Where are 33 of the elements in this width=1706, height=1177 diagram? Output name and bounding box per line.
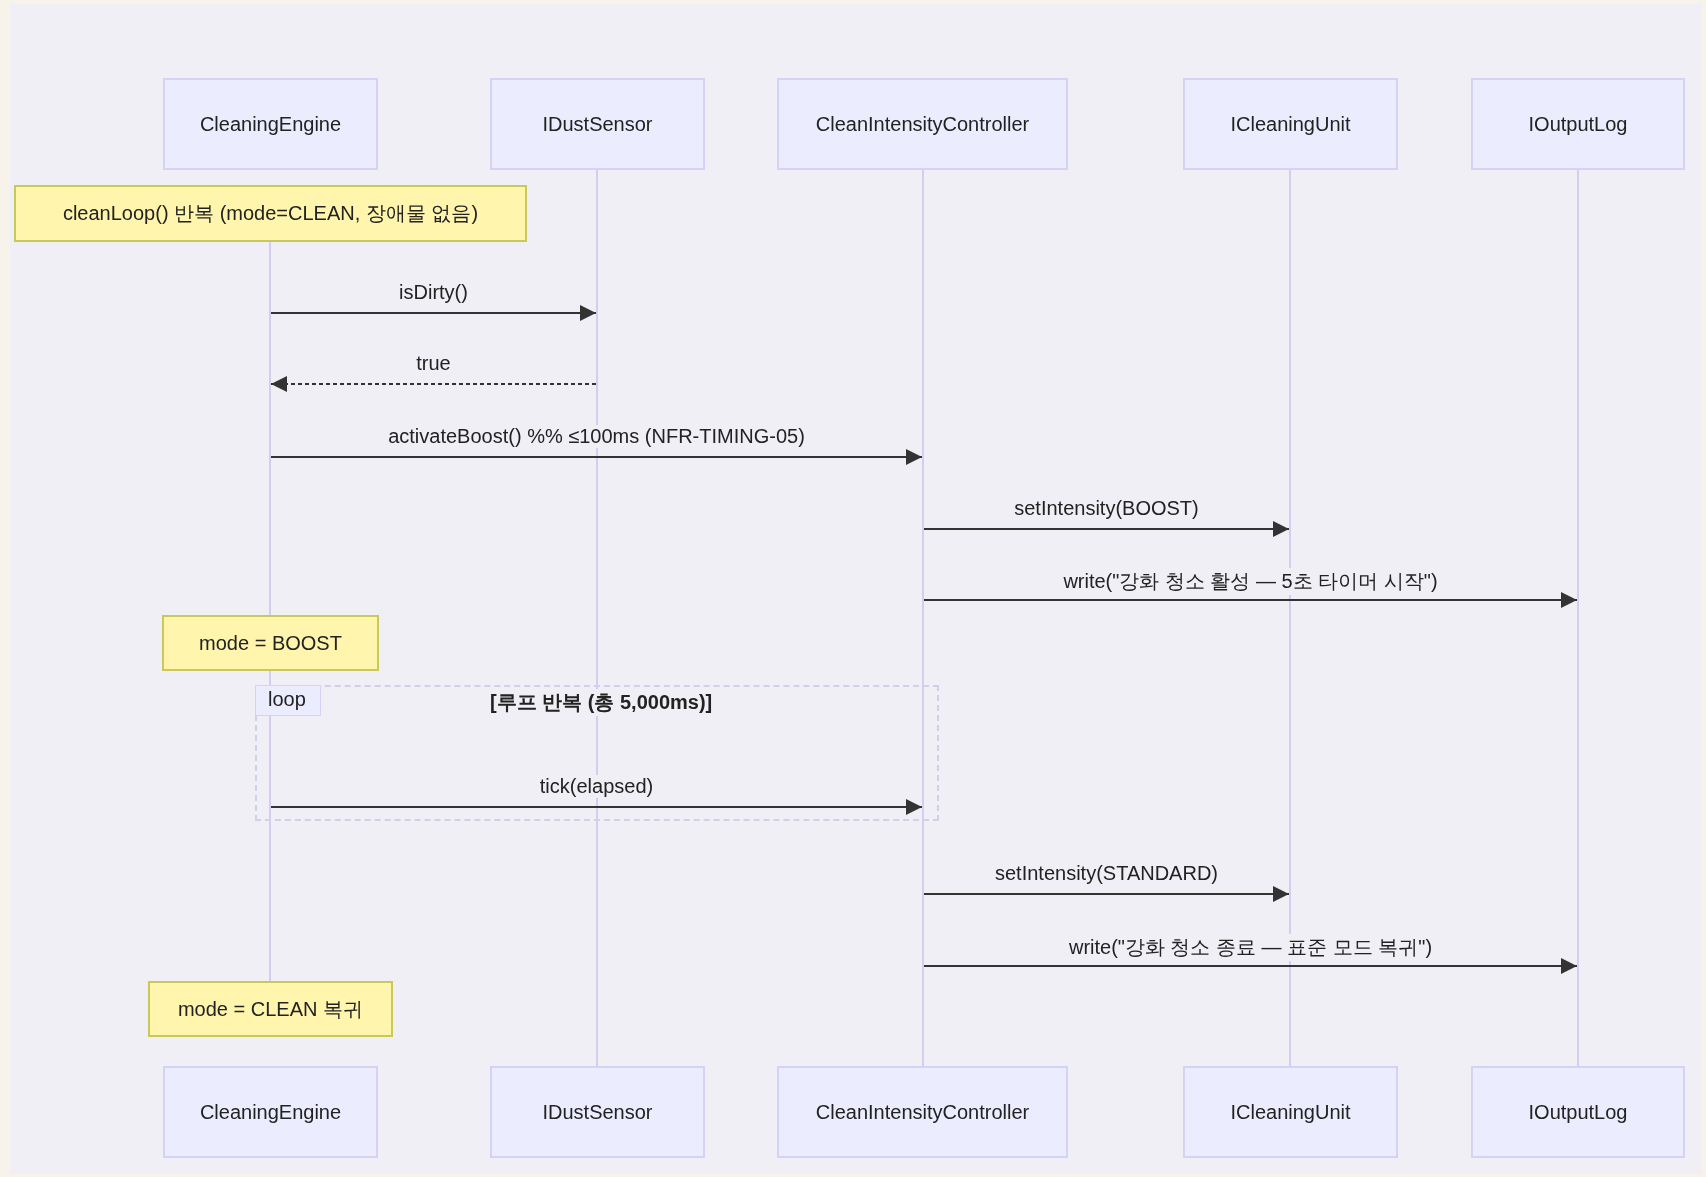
edge-label: isDirty() — [397, 281, 470, 304]
note-box: cleanLoop() 반복 (mode=CLEAN, 장애물 없음) — [14, 185, 527, 242]
participant-box: IOutputLog — [1471, 1066, 1685, 1158]
lifeline — [596, 170, 598, 1066]
participant-box: IDustSensor — [490, 1066, 705, 1158]
loop-tag: loop — [255, 685, 321, 716]
participant-box: CleaningEngine — [163, 78, 378, 170]
lifeline — [1577, 170, 1579, 1066]
message-arrow — [270, 799, 923, 815]
loop-condition: [루프 반복 (총 5,000ms)] — [490, 689, 713, 716]
participant-box: CleanIntensityController — [777, 78, 1068, 170]
edge-label: setIntensity(BOOST) — [1012, 497, 1201, 520]
message-arrow — [923, 521, 1290, 537]
lifeline — [269, 242, 271, 981]
participant-box: IDustSensor — [490, 78, 705, 170]
participant-box: ICleaningUnit — [1183, 78, 1398, 170]
message-arrow — [923, 886, 1290, 902]
note-box: mode = CLEAN 복귀 — [148, 981, 393, 1037]
note-box: mode = BOOST — [162, 615, 379, 671]
message-arrow — [270, 305, 597, 321]
lifeline — [1289, 170, 1291, 1066]
participant-box: ICleaningUnit — [1183, 1066, 1398, 1158]
lifeline — [922, 170, 924, 1066]
edge-label: activateBoost() %% ≤100ms (NFR-TIMING-05) — [386, 425, 807, 448]
participant-box: IOutputLog — [1471, 78, 1685, 170]
message-arrow — [270, 376, 597, 392]
edge-label: setIntensity(STANDARD) — [993, 862, 1220, 885]
participant-box: CleanIntensityController — [777, 1066, 1068, 1158]
participant-box: CleaningEngine — [163, 1066, 378, 1158]
message-arrow — [270, 449, 923, 465]
message-arrow — [923, 958, 1578, 974]
edge-label: write("강화 청소 활성 — 5초 타이머 시작") — [1061, 568, 1440, 595]
message-arrow — [923, 592, 1578, 608]
